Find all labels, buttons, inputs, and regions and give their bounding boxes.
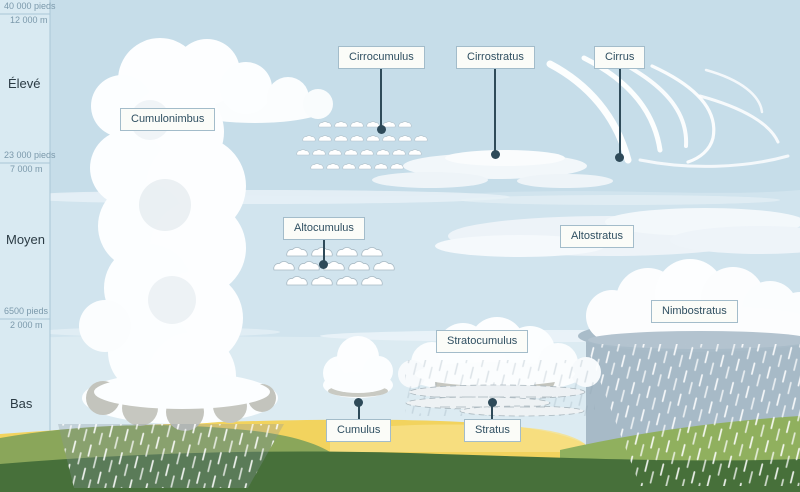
anchor-dot xyxy=(487,398,497,407)
altitude-feet-low: 6500 pieds xyxy=(4,306,49,316)
cloud-label-cirrocumulus: Cirrocumulus xyxy=(338,46,425,69)
altitude-meters-low: 2 000 m xyxy=(10,320,43,330)
level-label-mid: Moyen xyxy=(6,232,46,247)
cloud-label-altostratus: Altostratus xyxy=(560,225,634,248)
anchor-dot xyxy=(490,150,500,159)
level-label-high: Élevé xyxy=(8,76,41,91)
altitude-axis-strip xyxy=(0,0,51,492)
anchor-dot xyxy=(319,260,329,269)
callout-cirrocumulus: Cirrocumulus xyxy=(338,46,425,134)
leader-line xyxy=(322,239,325,265)
callout-stratocumulus: Stratocumulus xyxy=(436,330,529,353)
level-label-low: Bas xyxy=(10,396,33,411)
cumulus-shape xyxy=(323,336,393,398)
leader-line xyxy=(494,68,497,155)
leader-line xyxy=(380,68,383,130)
cloud-label-nimbostratus: Nimbostratus xyxy=(651,300,738,323)
callout-cumulus: Cumulus xyxy=(326,398,392,442)
leader-line xyxy=(357,403,360,420)
cloud-label-cirrus: Cirrus xyxy=(594,46,646,69)
cloud-label-cirrostratus: Cirrostratus xyxy=(456,46,535,69)
rain-left xyxy=(58,424,284,488)
stratus-shape xyxy=(405,384,586,417)
callout-altostratus: Altostratus xyxy=(560,225,634,248)
rain-right xyxy=(586,344,800,486)
leader-line xyxy=(491,403,494,420)
callout-altocumulus: Altocumulus xyxy=(283,217,365,269)
altitude-meters-high: 12 000 m xyxy=(10,15,48,25)
callout-cirrus: Cirrus xyxy=(594,46,646,162)
cloud-label-cumulus: Cumulus xyxy=(326,419,392,442)
cloud-label-cumulonimbus: Cumulonimbus xyxy=(120,108,216,131)
altitude-meters-mid: 7 000 m xyxy=(10,164,43,174)
altitude-feet-high: 40 000 pieds xyxy=(4,1,56,11)
anchor-dot xyxy=(615,153,625,162)
cirrostratus-shape xyxy=(372,150,613,188)
leader-line xyxy=(618,68,621,158)
cloud-label-stratocumulus: Stratocumulus xyxy=(436,330,529,353)
anchor-dot xyxy=(376,125,386,134)
cloud-label-altocumulus: Altocumulus xyxy=(283,217,365,240)
callout-cumulonimbus: Cumulonimbus xyxy=(120,108,216,131)
altitude-feet-mid: 23 000 pieds xyxy=(4,150,56,160)
callout-stratus: Stratus xyxy=(464,398,521,442)
cloud-label-stratus: Stratus xyxy=(464,419,521,442)
callout-nimbostratus: Nimbostratus xyxy=(651,300,738,323)
callout-cirrostratus: Cirrostratus xyxy=(456,46,535,159)
anchor-dot xyxy=(354,398,364,407)
